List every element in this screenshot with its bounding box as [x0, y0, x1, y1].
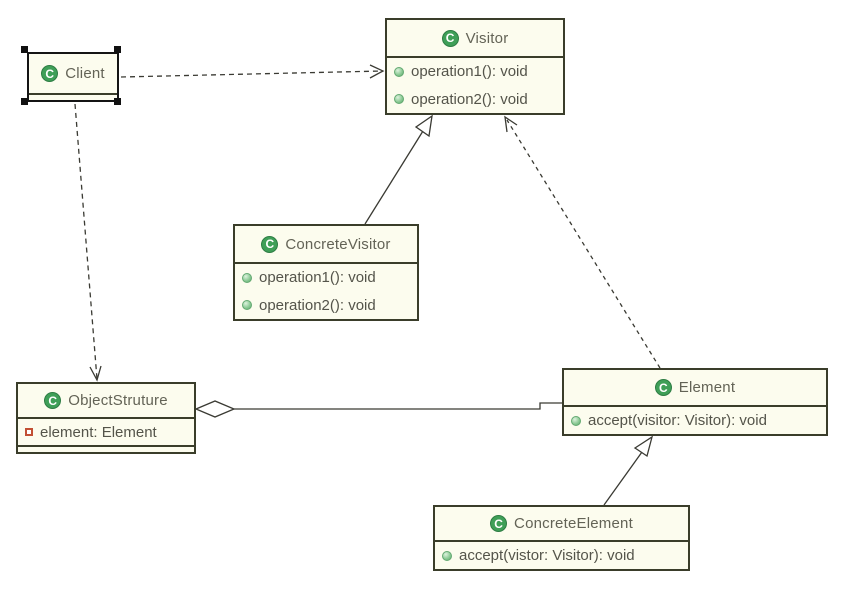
class-visitor[interactable]: C Visitor operation1(): void operation2(…	[385, 18, 565, 115]
open-arrowhead-icon	[369, 64, 385, 79]
operation-row[interactable]: accept(vistor: Visitor): void	[435, 542, 688, 569]
class-concretevisitor-header: C ConcreteVisitor	[235, 226, 417, 262]
class-concreteelement-header: C ConcreteElement	[435, 507, 688, 540]
operation-icon	[242, 272, 252, 283]
class-name: ConcreteElement	[514, 515, 633, 532]
open-arrowhead-icon	[504, 115, 518, 133]
operation-icon	[571, 415, 581, 426]
class-objectstruture-header: C ObjectStruture	[18, 384, 194, 417]
operation-label: operation1(): void	[411, 63, 528, 81]
operation-icon	[242, 300, 252, 311]
attribute-icon	[25, 428, 33, 436]
open-arrowhead-icon	[89, 365, 102, 382]
operation-icon	[394, 66, 404, 77]
class-visitor-header: C Visitor	[387, 20, 563, 56]
hollow-diamond-icon	[194, 400, 236, 418]
operation-label: accept(vistor: Visitor): void	[459, 547, 635, 564]
aggregation-objectstruture-element[interactable]	[194, 400, 562, 418]
class-icon: C	[441, 29, 459, 47]
class-icon: C	[261, 235, 279, 253]
attribute-label: element: Element	[40, 423, 157, 441]
dependency-element-to-visitor[interactable]	[504, 115, 661, 369]
operation-label: operation1(): void	[259, 269, 376, 287]
empty-compartment	[18, 445, 194, 452]
operation-icon	[442, 550, 452, 561]
class-name: ObjectStruture	[68, 392, 168, 409]
class-icon: C	[654, 379, 672, 396]
operation-row[interactable]: operation1(): void	[387, 58, 563, 86]
hollow-triangle-icon	[633, 435, 654, 458]
selection-handle[interactable]	[114, 46, 121, 53]
class-icon: C	[44, 392, 62, 409]
class-name: Client	[65, 65, 105, 82]
selection-handle[interactable]	[114, 98, 121, 105]
operation-row[interactable]: operation2(): void	[235, 292, 417, 320]
dependency-client-to-objectstruture[interactable]	[74, 103, 102, 382]
class-name: Element	[678, 379, 736, 396]
operation-row[interactable]: accept(visitor: Visitor): void	[564, 407, 826, 434]
class-concretevisitor[interactable]: C ConcreteVisitor operation1(): void ope…	[233, 224, 419, 321]
hollow-triangle-icon	[414, 114, 433, 138]
generalization-concreteelement-to-element[interactable]	[603, 435, 654, 506]
class-icon: C	[490, 515, 508, 532]
operation-row[interactable]: operation1(): void	[235, 264, 417, 292]
class-icon: C	[41, 65, 59, 82]
class-element-header: C Element	[564, 370, 826, 405]
operation-row[interactable]: operation2(): void	[387, 86, 563, 114]
class-objectstruture[interactable]: C ObjectStruture element: Element	[16, 382, 196, 454]
operation-label: operation2(): void	[411, 90, 528, 108]
dependency-client-to-visitor[interactable]	[120, 64, 385, 79]
operation-label: operation2(): void	[259, 296, 376, 314]
class-client-header: C Client	[29, 54, 117, 93]
generalization-concretevisitor-to-visitor[interactable]	[364, 114, 433, 225]
class-element[interactable]: C Element accept(visitor: Visitor): void	[562, 368, 828, 436]
attribute-row[interactable]: element: Element	[18, 419, 194, 445]
class-client[interactable]: C Client	[27, 52, 119, 102]
class-concreteelement[interactable]: C ConcreteElement accept(vistor: Visitor…	[433, 505, 690, 571]
selection-handle[interactable]	[21, 98, 28, 105]
selection-handle[interactable]	[21, 46, 28, 53]
operation-icon	[394, 94, 404, 105]
empty-compartment	[29, 93, 117, 100]
class-name: Visitor	[465, 29, 509, 47]
class-name: ConcreteVisitor	[285, 235, 391, 253]
operation-label: accept(visitor: Visitor): void	[588, 412, 767, 429]
